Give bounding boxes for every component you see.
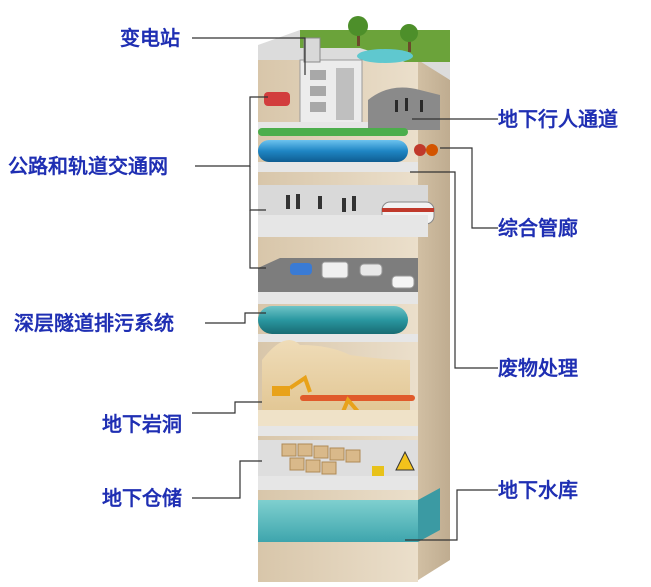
leader-road-rail-3 xyxy=(249,210,266,269)
sewer-slab xyxy=(258,334,418,342)
reservoir-water xyxy=(258,500,418,542)
road-cars xyxy=(290,261,415,289)
substation-building xyxy=(299,37,363,125)
cave-pipe xyxy=(300,395,415,401)
blue-pipe xyxy=(258,140,408,162)
leader-utility xyxy=(440,147,498,229)
upper-slab xyxy=(258,122,418,130)
pipe-slab xyxy=(258,162,418,172)
label-rock-cave: 地下岩洞 xyxy=(102,412,182,436)
cave-floor xyxy=(258,410,418,426)
pedestrians xyxy=(395,98,423,112)
reservoir-floor xyxy=(258,542,418,582)
pedestrian-tunnel xyxy=(368,87,440,130)
green-pipe xyxy=(258,128,408,136)
parked-car xyxy=(264,92,290,106)
warehouse-slab xyxy=(258,476,418,490)
warning-sign xyxy=(395,450,415,471)
label-waste: 废物处理 xyxy=(498,356,578,380)
leader-sewer xyxy=(205,312,266,324)
leader-reservoir xyxy=(405,489,498,541)
label-deep-sewer: 深层隧道排污系统 xyxy=(14,311,174,335)
excavator-left xyxy=(272,374,312,396)
label-warehouse: 地下仓储 xyxy=(102,486,182,510)
leader-road-rail xyxy=(195,96,268,167)
road-slab xyxy=(258,292,418,304)
utility-pipes xyxy=(414,144,438,156)
leader-waste xyxy=(410,171,498,369)
sewer-tunnel xyxy=(258,306,408,334)
leader-rock-cave xyxy=(192,401,262,414)
label-utility-tunnel: 综合管廊 xyxy=(498,216,578,240)
cave-slab xyxy=(258,426,418,436)
station-people xyxy=(286,194,356,212)
forklift xyxy=(372,466,384,476)
pond xyxy=(357,49,413,63)
warehouse-boxes xyxy=(281,443,361,475)
tree-right xyxy=(400,24,418,52)
label-substation: 变电站 xyxy=(120,26,180,50)
leader-warehouse xyxy=(192,460,262,499)
metro-slab xyxy=(258,215,428,237)
tree-left xyxy=(348,16,368,46)
label-reservoir: 地下水库 xyxy=(498,478,578,502)
leader-substation xyxy=(192,37,306,75)
label-pedestrian: 地下行人通道 xyxy=(498,107,618,131)
reservoir-water-side xyxy=(418,488,440,542)
rock-cave xyxy=(262,340,410,410)
column-side-face xyxy=(415,45,450,582)
label-road-rail: 公路和轨道交通网 xyxy=(8,154,168,178)
